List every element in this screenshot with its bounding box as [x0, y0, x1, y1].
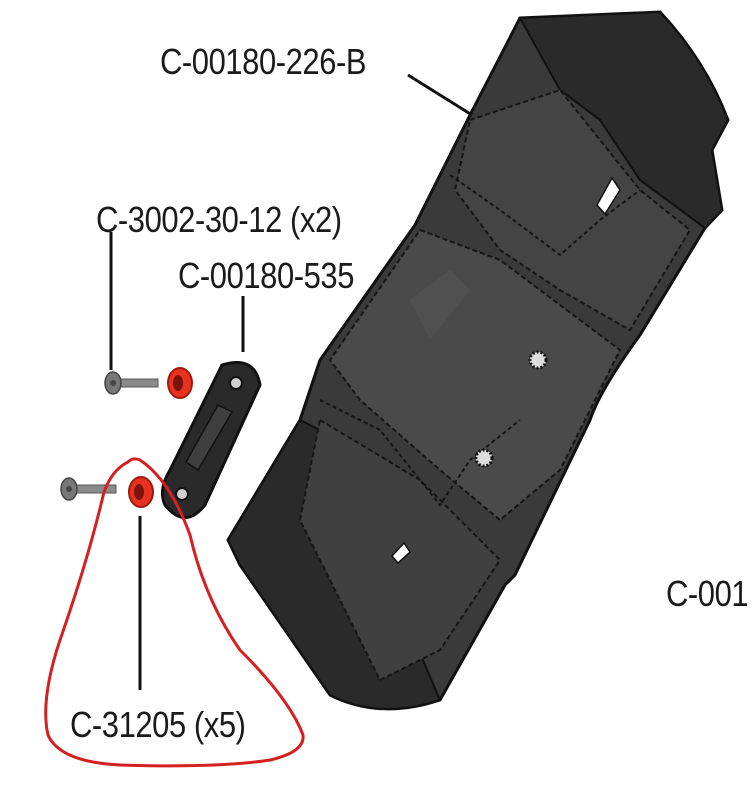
- red-annotation-outline: [44, 457, 305, 768]
- washer-lower: [128, 476, 154, 508]
- wing-rib-lower: [319, 399, 521, 507]
- wing-middle-panel: [328, 228, 622, 522]
- label-screw-part-number: C-3002-30-12 (x2): [96, 199, 342, 240]
- label-wing-part-number: C-00180-226-B: [160, 41, 367, 82]
- wing-cutout-top: [596, 176, 621, 216]
- washer-upper: [167, 367, 193, 399]
- wing-highlight: [410, 270, 470, 340]
- wing-rib-upper: [449, 174, 641, 257]
- label-cut-off-part-number: C-001: [666, 573, 749, 614]
- screw-upper: [104, 371, 159, 395]
- rear-wing-part: [226, 10, 730, 711]
- wing-upper-panel: [453, 88, 692, 332]
- wing-mount-hole-upper: [528, 350, 548, 370]
- wing-mount-hole-lower: [474, 448, 494, 468]
- leader-line-wing: [407, 73, 473, 117]
- label-plate-part-number: C-00180-535: [178, 255, 355, 296]
- mount-plate-part: [160, 361, 262, 519]
- screw-lower: [60, 477, 117, 501]
- label-washer-part-number: C-31205 (x5): [70, 704, 246, 745]
- wing-top-endplate: [518, 10, 730, 230]
- mount-plate-slot: [185, 404, 234, 472]
- wing-cutout-bottom: [390, 541, 411, 565]
- mount-plate-hole-top: [229, 376, 243, 390]
- mount-plate-hole-bottom: [175, 487, 189, 501]
